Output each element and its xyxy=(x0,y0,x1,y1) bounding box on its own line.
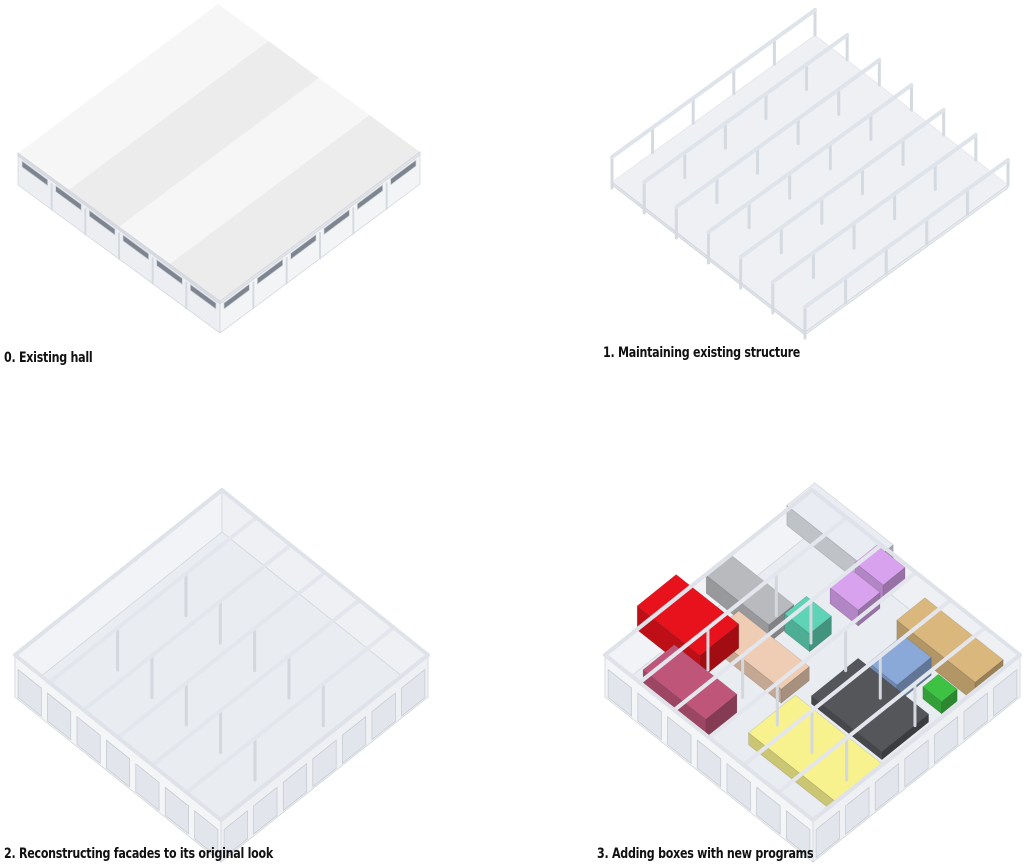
roof-beam xyxy=(741,598,953,767)
facade-window xyxy=(726,763,751,812)
hall-window xyxy=(390,159,417,186)
roof-beam xyxy=(706,83,914,234)
hall-window xyxy=(21,160,48,187)
reconstructed-hall-model xyxy=(13,488,430,863)
facade-window xyxy=(17,668,42,717)
rim-beam xyxy=(603,653,815,822)
hall-window xyxy=(190,283,217,310)
facade-window xyxy=(845,786,870,835)
facade-window xyxy=(342,715,367,764)
facade-window xyxy=(164,786,189,835)
rim-beam xyxy=(811,653,1022,822)
facade-window xyxy=(223,810,248,859)
facade-window xyxy=(135,763,160,812)
roof-beam xyxy=(150,598,362,767)
facade-window xyxy=(696,739,722,788)
facade-window xyxy=(106,739,130,788)
roof-beam xyxy=(184,625,396,795)
hall-floor xyxy=(14,531,429,863)
hall-window xyxy=(256,258,284,285)
structure-model xyxy=(610,8,1010,340)
rim-beam xyxy=(220,488,430,657)
roof-beam xyxy=(81,543,293,712)
facade-window xyxy=(963,692,988,741)
roof-beam xyxy=(674,58,882,209)
facade-window xyxy=(371,692,396,741)
hall-window xyxy=(89,209,116,236)
facade-window xyxy=(253,786,278,835)
program-box-dark-grid xyxy=(810,657,930,753)
facade-window xyxy=(312,739,337,788)
rim-beam xyxy=(219,653,430,822)
program-box-red xyxy=(636,574,740,656)
facade-window xyxy=(47,692,72,741)
caption-maintaining-structure: 1. Maintaining existing structure xyxy=(603,345,801,361)
roof-beam xyxy=(707,570,918,740)
roof-stripe xyxy=(169,115,420,301)
roof-stripe xyxy=(119,78,370,264)
facade-window xyxy=(282,763,307,812)
roof-beam xyxy=(610,8,817,159)
roof-beam xyxy=(738,108,946,259)
caption-adding-boxes: 3. Adding boxes with new programs xyxy=(597,846,814,862)
facade-window xyxy=(756,786,781,835)
facade-window xyxy=(993,668,1018,717)
facade-window xyxy=(194,810,219,859)
hall-window xyxy=(122,234,149,261)
facade-window xyxy=(874,763,899,812)
roof-beam xyxy=(116,570,327,740)
hall-window xyxy=(156,258,183,286)
hall-window xyxy=(290,233,317,261)
rim-beam xyxy=(603,488,814,657)
roof-beam xyxy=(642,33,850,184)
existing-hall-model xyxy=(17,4,421,334)
roof-beam xyxy=(803,158,1010,309)
roof-stripe xyxy=(68,41,319,227)
hall-window xyxy=(55,184,82,212)
hall-window xyxy=(356,184,384,211)
facade-window xyxy=(904,739,929,788)
facade-window xyxy=(786,810,811,859)
facade-window xyxy=(607,668,632,717)
roof-edge xyxy=(219,151,421,305)
roof-stripe xyxy=(18,4,269,190)
facade-window xyxy=(637,692,662,741)
rim-beam xyxy=(13,653,223,822)
facade-window xyxy=(815,810,840,859)
rim-beam xyxy=(810,488,1022,657)
roof-beam xyxy=(770,133,978,284)
program-box-green xyxy=(922,673,958,703)
programs-hall-model xyxy=(603,482,1022,863)
roof-beam xyxy=(672,543,884,712)
hall-window xyxy=(223,283,250,310)
roof-beam xyxy=(637,515,849,685)
caption-reconstructing-facades: 2. Reconstructing facades to its origina… xyxy=(4,846,273,862)
program-box-tan xyxy=(896,597,1004,683)
program-box-graffiti xyxy=(868,634,932,686)
floor-slab xyxy=(611,34,1009,333)
facade-window xyxy=(667,715,692,764)
facade-window xyxy=(401,668,426,717)
caption-existing-hall: 0. Existing hall xyxy=(4,350,93,366)
roof-beam xyxy=(776,625,988,795)
facade-window xyxy=(76,715,101,764)
facade-window xyxy=(934,715,959,764)
hall-window xyxy=(323,208,350,236)
roof-beam xyxy=(47,515,259,685)
rim-beam xyxy=(13,488,224,657)
